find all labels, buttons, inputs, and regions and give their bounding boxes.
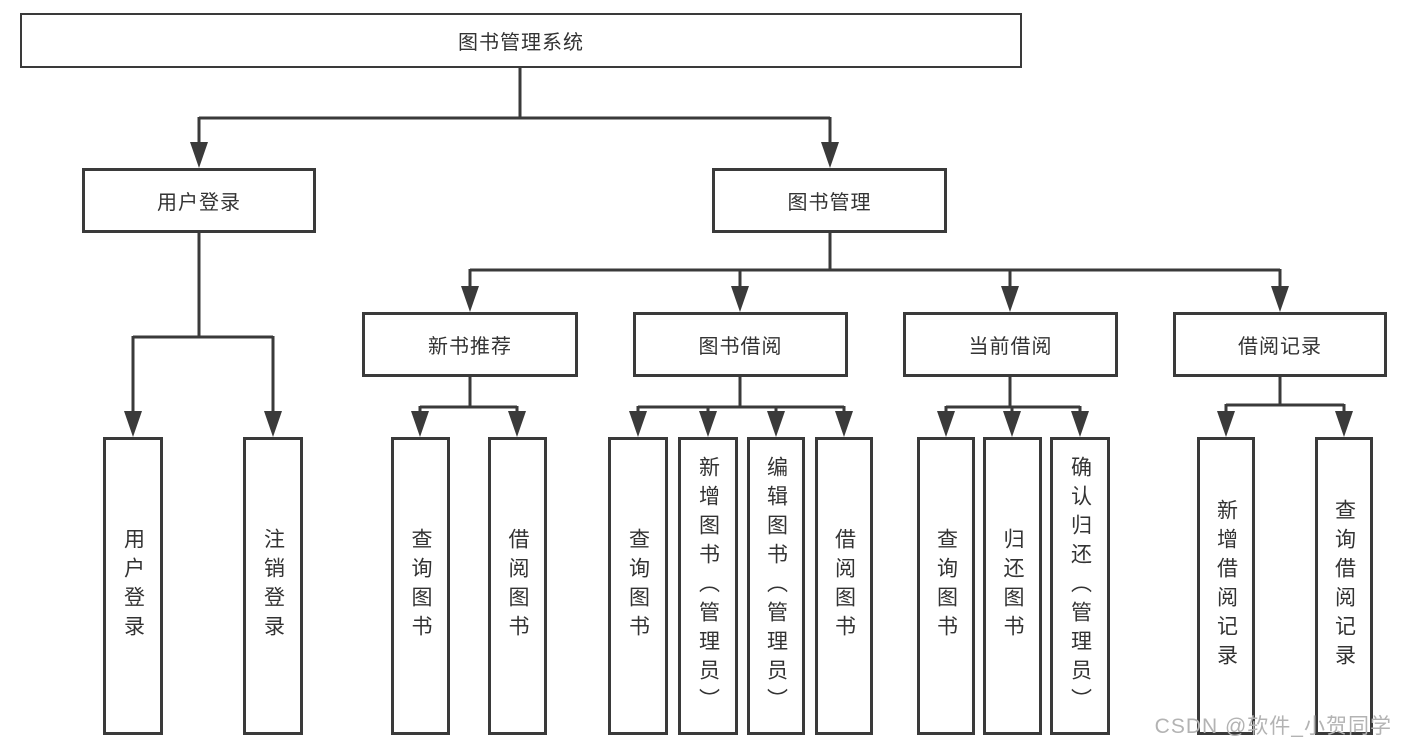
leaf-query-books-borrow: 查询图书	[608, 437, 668, 735]
leaf-query-borrow-record-label: 查询借阅记录	[1332, 499, 1356, 673]
leaf-query-books-current-label: 查询图书	[934, 528, 958, 644]
leaf-borrow-books-label: 借阅图书	[832, 528, 856, 644]
node-borrow-records-label: 借阅记录	[1238, 336, 1322, 358]
leaf-user-login-label: 用户登录	[121, 528, 145, 644]
leaf-logout: 注销登录	[243, 437, 303, 735]
leaf-borrow-books-recommend-label: 借阅图书	[506, 528, 529, 644]
leaf-borrow-books-recommend: 借阅图书	[488, 437, 547, 735]
leaf-query-books-borrow-label: 查询图书	[626, 528, 650, 644]
node-new-book-recommend-label: 新书推荐	[428, 336, 512, 358]
leaf-query-borrow-record: 查询借阅记录	[1315, 437, 1373, 735]
leaf-return-books: 归还图书	[983, 437, 1042, 735]
leaf-return-books-label: 归还图书	[1001, 528, 1024, 644]
node-book-management-branch-label: 图书管理	[787, 192, 872, 214]
node-book-borrow-label: 图书借阅	[698, 336, 783, 358]
node-root-label: 图书管理系统	[458, 32, 584, 54]
node-root-system: 图书管理系统	[20, 13, 1022, 68]
leaf-logout-label: 注销登录	[261, 528, 285, 644]
leaf-user-login: 用户登录	[103, 437, 163, 735]
leaf-add-borrow-record-label: 新增借阅记录	[1214, 499, 1238, 673]
node-book-borrow: 图书借阅	[633, 312, 848, 377]
leaf-edit-books-admin-label: 编辑图书（管理员）	[764, 455, 788, 717]
leaf-confirm-return-admin: 确认归还（管理员）	[1050, 437, 1110, 735]
node-new-book-recommend: 新书推荐	[362, 312, 578, 377]
leaf-edit-books-admin: 编辑图书（管理员）	[747, 437, 805, 735]
node-book-management-branch: 图书管理	[712, 168, 947, 233]
leaf-add-books-admin-label: 新增图书（管理员）	[696, 455, 720, 717]
leaf-borrow-books: 借阅图书	[815, 437, 873, 735]
node-user-login-branch-label: 用户登录	[157, 192, 241, 214]
arrowhead-group	[124, 142, 1353, 437]
leaf-query-books-current: 查询图书	[917, 437, 975, 735]
node-current-borrow: 当前借阅	[903, 312, 1118, 377]
leaf-query-books-recommend-label: 查询图书	[409, 528, 432, 644]
leaf-query-books-recommend: 查询图书	[391, 437, 450, 735]
leaf-add-books-admin: 新增图书（管理员）	[678, 437, 738, 735]
leaf-confirm-return-admin-label: 确认归还（管理员）	[1068, 455, 1092, 717]
node-current-borrow-label: 当前借阅	[968, 336, 1053, 358]
node-user-login-branch: 用户登录	[82, 168, 316, 233]
node-borrow-records: 借阅记录	[1173, 312, 1387, 377]
leaf-add-borrow-record: 新增借阅记录	[1197, 437, 1255, 735]
